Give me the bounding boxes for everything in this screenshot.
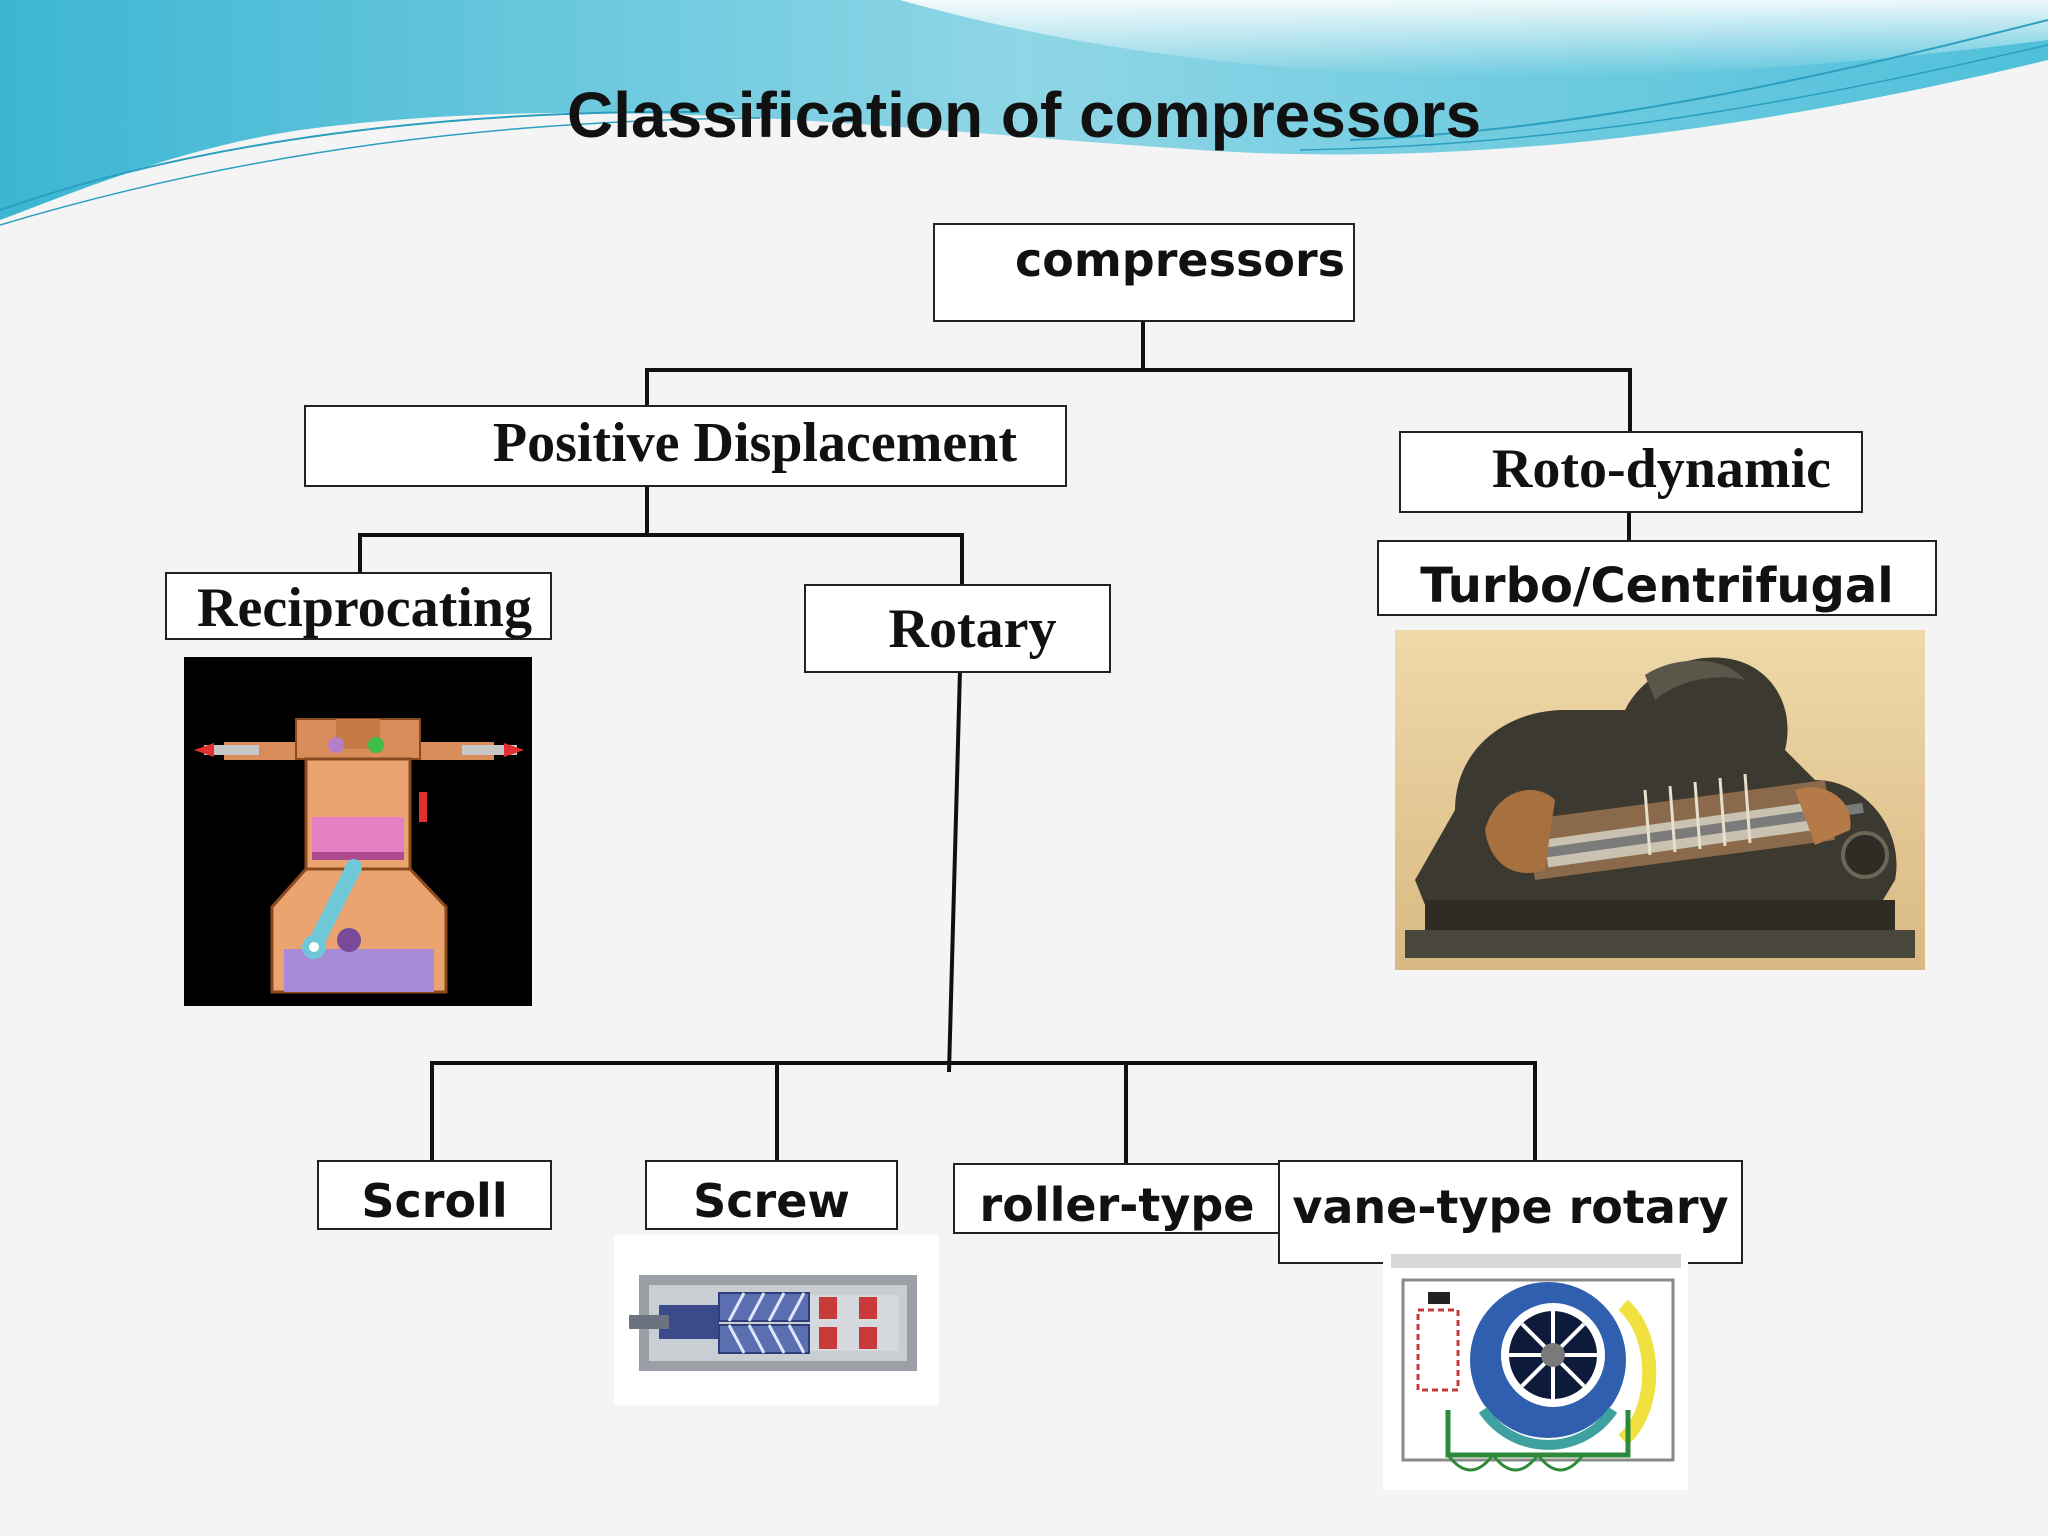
- connector-level3-horizontal: [430, 1061, 1537, 1065]
- vane-compressor-image: [1383, 1250, 1688, 1490]
- node-vane-type-rotary: vane-type rotary: [1278, 1160, 1743, 1264]
- connector-pd-down: [645, 486, 649, 536]
- slide-title: Classification of compressors: [566, 79, 1482, 151]
- connector-roto-to-turbo: [1627, 512, 1631, 542]
- screw-compressor-image: [614, 1235, 939, 1405]
- turbo-compressor-image: [1395, 630, 1925, 970]
- node-roto-dynamic: Roto-dynamic: [1399, 431, 1863, 513]
- connector-to-reciprocating: [358, 533, 362, 573]
- node-reciprocating: Reciprocating: [165, 572, 552, 640]
- connector-to-rotary: [960, 533, 964, 585]
- node-compressors: compressors: [933, 223, 1355, 322]
- reciprocating-compressor-image: [184, 657, 532, 1006]
- connector-to-positive-displacement: [645, 368, 649, 406]
- wave-header-decoration: [0, 0, 2048, 226]
- connector-rotary-down: [947, 670, 962, 1073]
- node-scroll: Scroll: [317, 1160, 552, 1230]
- connector-to-vane-type: [1533, 1061, 1537, 1161]
- node-roller-type: roller-type: [953, 1163, 1281, 1234]
- node-positive-displacement: Positive Displacement: [304, 405, 1067, 487]
- connector-to-roller-type: [1124, 1061, 1128, 1164]
- connector-level1-horizontal: [645, 368, 1632, 372]
- connector-to-roto-dynamic: [1628, 368, 1632, 432]
- connector-root-down: [1141, 320, 1145, 370]
- connector-to-screw: [775, 1061, 779, 1161]
- connector-to-scroll: [430, 1061, 434, 1161]
- node-rotary: Rotary: [804, 584, 1111, 673]
- node-turbo-centrifugal: Turbo/Centrifugal: [1377, 540, 1937, 616]
- node-screw: Screw: [645, 1160, 898, 1230]
- connector-level2-horizontal: [358, 533, 964, 537]
